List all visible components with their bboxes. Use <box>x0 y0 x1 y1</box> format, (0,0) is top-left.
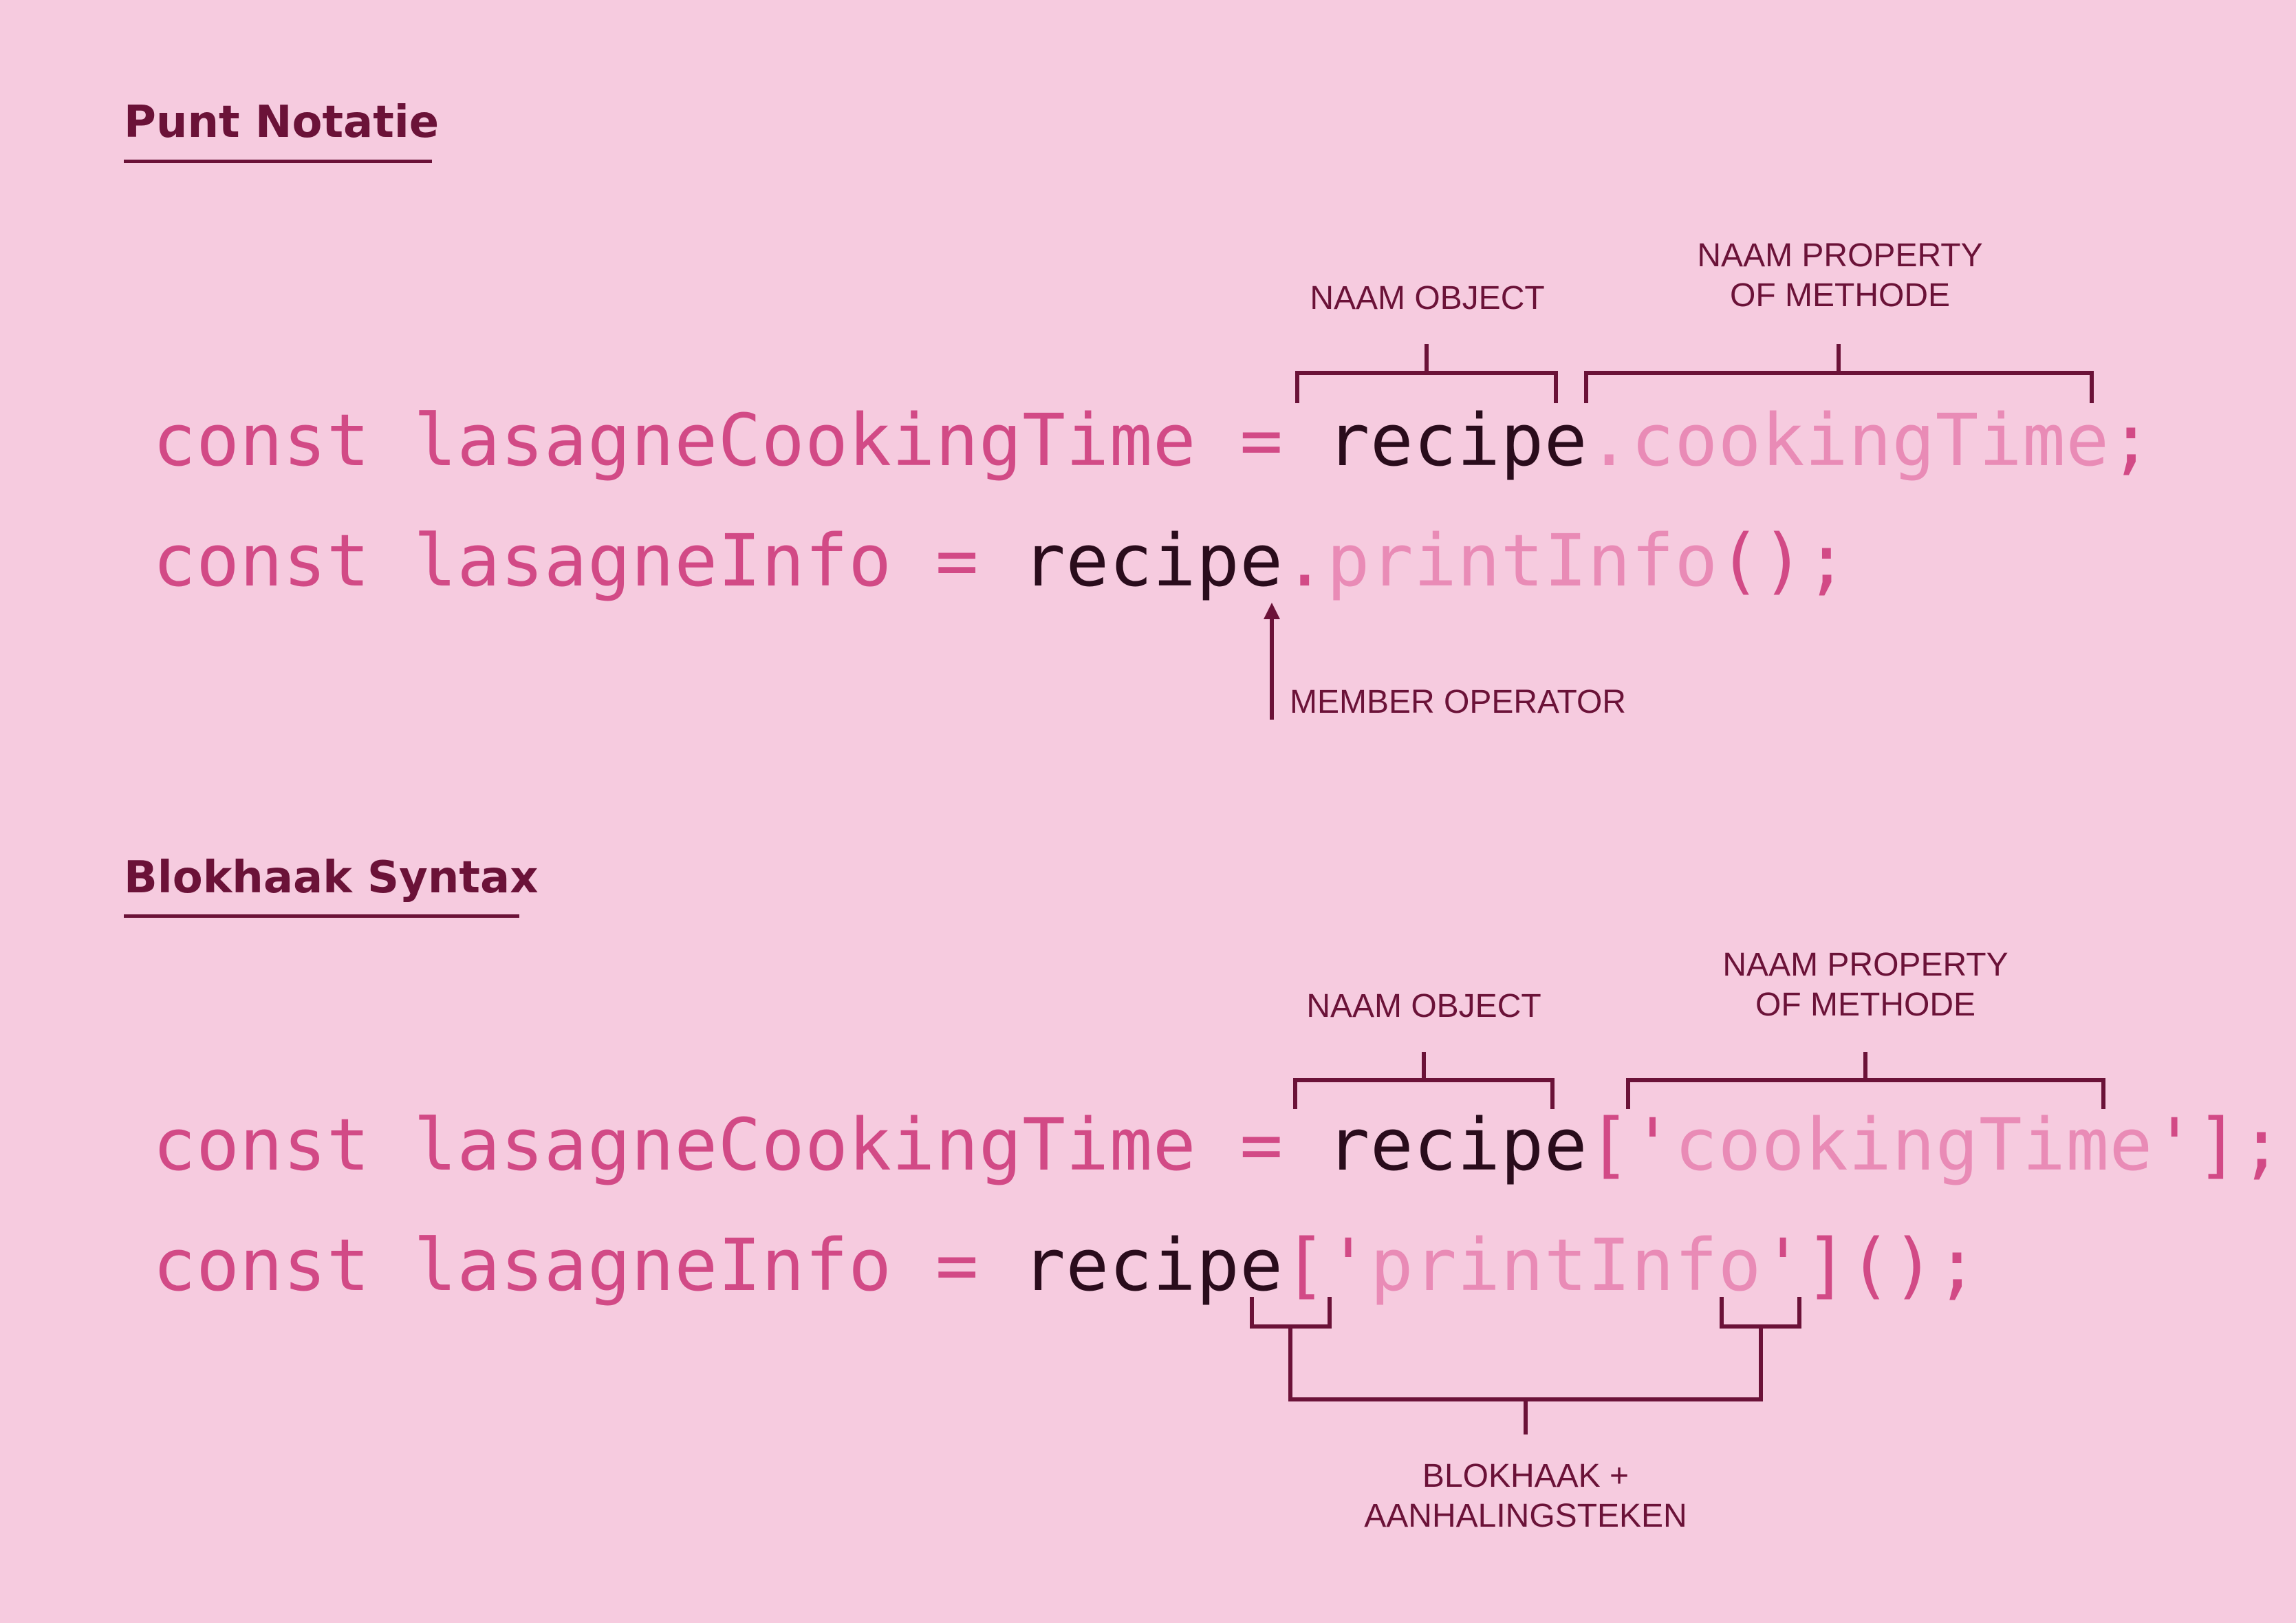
label-member-operator: MEMBER OPERATOR <box>1290 684 1626 720</box>
section-heading-bracket-syntax: Blokhaak Syntax <box>124 852 539 903</box>
code-token: recipe <box>1022 519 1284 603</box>
code-token: . <box>1283 519 1327 603</box>
code-token: . <box>1588 398 1632 482</box>
label-bracket-quote: BLOKHAAK + AANHALINGSTEKEN <box>1364 1458 1687 1534</box>
arrow-head <box>1264 603 1280 619</box>
label-object-name: NAAM OBJECT <box>1310 280 1545 316</box>
bracket-property-dot <box>1584 344 2094 403</box>
bracket-join <box>1288 1324 1763 1434</box>
code-line-bracket-cooking-time: const lasagneCookingTime = recipe['cooki… <box>153 1109 2283 1181</box>
code-token: cookingTime <box>1631 398 2110 482</box>
code-token: ; <box>2109 398 2153 482</box>
heading-underline <box>124 160 432 163</box>
section-heading-dot-notation: Punt Notatie <box>124 97 440 148</box>
heading-underline <box>124 914 519 918</box>
code-token: cookingTime <box>1674 1103 2153 1187</box>
bracket-property-brackets <box>1626 1052 2105 1109</box>
label-object-name: NAAM OBJECT <box>1306 988 1541 1024</box>
code-token: recipe <box>1022 1223 1284 1307</box>
bracket-object-brackets <box>1293 1052 1555 1109</box>
code-token: const lasagneCookingTime = <box>153 398 1327 482</box>
bracket-object-dot <box>1295 344 1558 403</box>
code-line-dot-print-info: const lasagneInfo = recipe.printInfo(); <box>153 525 1848 596</box>
code-token: recipe <box>1326 398 1588 482</box>
code-token: const lasagneInfo = <box>153 519 1023 603</box>
code-token: printInfo <box>1326 519 1718 603</box>
code-token: recipe <box>1326 1103 1588 1187</box>
code-token: printInfo <box>1369 1223 1762 1307</box>
code-token: (); <box>1718 519 1849 603</box>
label-property-name: NAAM PROPERTY OF METHODE <box>1722 947 2008 1023</box>
code-token: const lasagneCookingTime = <box>153 1103 1327 1187</box>
code-line-bracket-print-info: const lasagneInfo = recipe['printInfo'](… <box>153 1229 1979 1301</box>
code-token: ']; <box>2152 1103 2284 1187</box>
bracket-open-quote <box>1250 1297 1332 1329</box>
code-token: const lasagneInfo = <box>153 1223 1023 1307</box>
label-property-name: NAAM PROPERTY OF METHODE <box>1697 237 1983 314</box>
bracket-close-quote <box>1720 1297 1801 1329</box>
code-line-dot-cooking-time: const lasagneCookingTime = recipe.cookin… <box>153 405 2153 476</box>
code-token: [' <box>1283 1223 1370 1307</box>
code-token: [' <box>1588 1103 1675 1187</box>
code-token: '](); <box>1761 1223 1979 1307</box>
